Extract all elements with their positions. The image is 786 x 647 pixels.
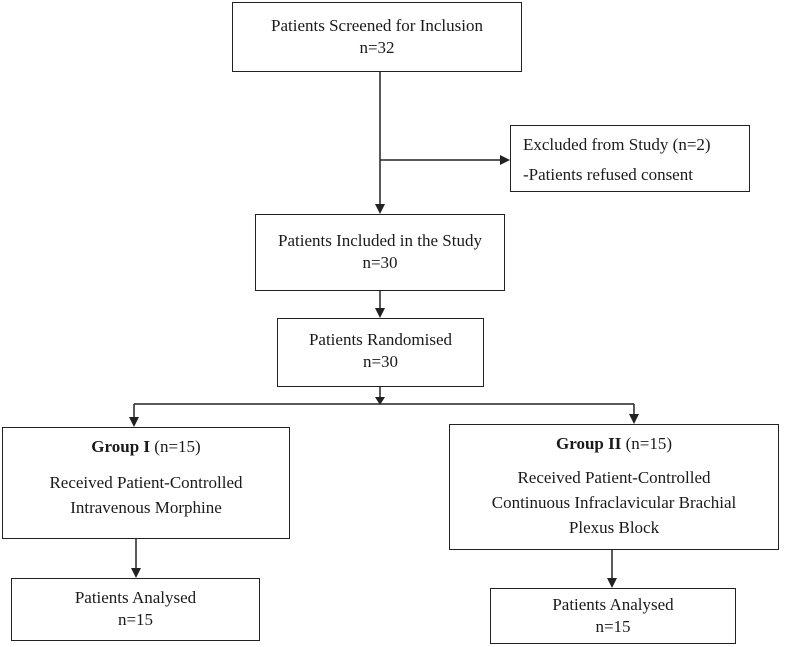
group2-header: Group II (n=15) bbox=[450, 433, 778, 455]
group2-count: (n=15) bbox=[625, 434, 673, 453]
group1-name: Group I bbox=[91, 437, 151, 456]
arrowhead-excluded bbox=[500, 155, 510, 165]
excluded-box: Excluded from Study (n=2) -Patients refu… bbox=[510, 125, 750, 192]
group1-box: Group I (n=15) Received Patient-Controll… bbox=[2, 427, 290, 539]
screened-title: Patients Screened for Inclusion bbox=[271, 16, 483, 35]
group2-box: Group II (n=15) Received Patient-Control… bbox=[449, 424, 779, 550]
included-title: Patients Included in the Study bbox=[278, 231, 482, 250]
group2-name: Group II bbox=[555, 434, 622, 453]
arrowhead-group1 bbox=[129, 417, 139, 427]
randomised-box: Patients Randomised n=30 bbox=[277, 318, 484, 387]
group2-line2: Continuous Infraclavicular Brachial bbox=[491, 493, 737, 512]
analysed1-title: Patients Analysed bbox=[74, 588, 197, 607]
group1-header: Group I (n=15) bbox=[3, 436, 289, 458]
arrowhead-split bbox=[375, 397, 385, 405]
excluded-title: Excluded from Study (n=2) bbox=[523, 135, 711, 154]
group2-line1: Received Patient-Controlled bbox=[517, 468, 711, 487]
arrowhead-included bbox=[375, 204, 385, 214]
arrowhead-analysed2 bbox=[607, 578, 617, 588]
included-count: n=30 bbox=[362, 253, 398, 272]
analysed1-count: n=15 bbox=[117, 610, 154, 629]
analysed2-box: Patients Analysed n=15 bbox=[490, 588, 736, 644]
randomised-title: Patients Randomised bbox=[308, 330, 453, 349]
included-box: Patients Included in the Study n=30 bbox=[255, 214, 505, 291]
screened-count: n=32 bbox=[359, 38, 395, 57]
randomised-count: n=30 bbox=[362, 352, 399, 371]
group1-line2: Intravenous Morphine bbox=[70, 498, 222, 517]
group1-line1: Received Patient-Controlled bbox=[49, 473, 243, 492]
arrowhead-randomised bbox=[375, 308, 385, 318]
group2-line3: Plexus Block bbox=[568, 518, 660, 537]
arrowhead-group2 bbox=[629, 414, 639, 424]
group1-count: (n=15) bbox=[154, 437, 201, 456]
excluded-reason: -Patients refused consent bbox=[523, 165, 693, 184]
arrowhead-analysed1 bbox=[131, 568, 141, 578]
analysed2-title: Patients Analysed bbox=[552, 595, 674, 614]
screened-box: Patients Screened for Inclusion n=32 bbox=[232, 2, 522, 72]
analysed1-box: Patients Analysed n=15 bbox=[11, 578, 260, 641]
analysed2-count: n=15 bbox=[595, 617, 631, 636]
